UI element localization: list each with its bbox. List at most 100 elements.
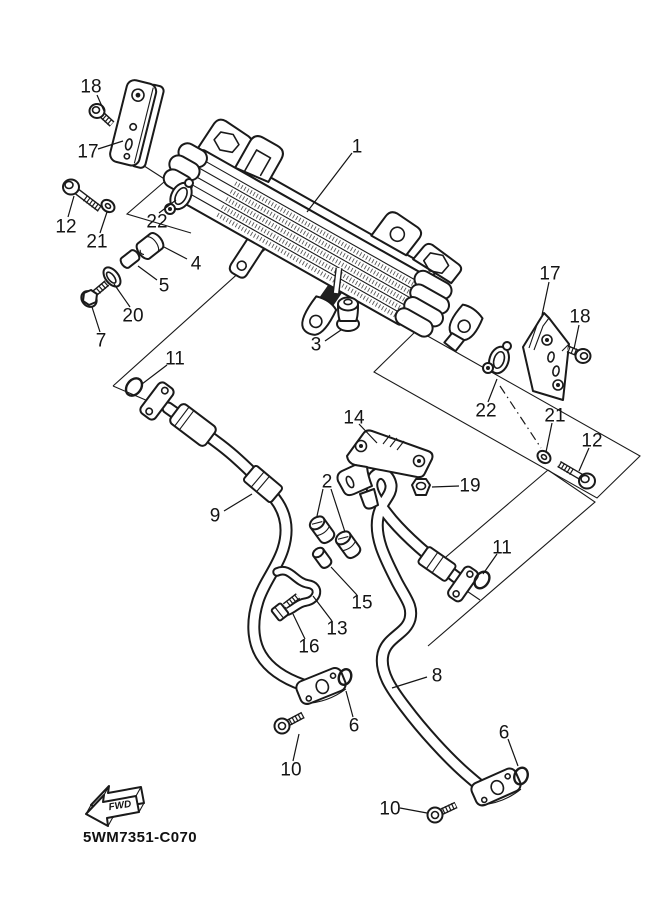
- leader-line-12: [578, 447, 590, 472]
- leader-line-18: [96, 94, 105, 112]
- part-code: 5WM7351-C070: [83, 829, 197, 846]
- leader-line-9: [223, 493, 253, 512]
- o-ring-6-right: [513, 766, 529, 786]
- callout-19: 19: [459, 476, 480, 497]
- leader-line-20: [113, 283, 131, 308]
- bracket-14: [336, 429, 434, 510]
- callout-14: 14: [343, 408, 365, 429]
- grommet-4: [135, 232, 165, 260]
- leader-line-2: [330, 488, 346, 533]
- bolt-16: [270, 593, 301, 622]
- callout-4: 4: [191, 254, 202, 275]
- callout-12: 12: [581, 431, 602, 452]
- bolt-12-right: [557, 460, 596, 490]
- hose-front-flange: [139, 381, 175, 421]
- leader-line-6: [345, 690, 354, 718]
- callout-1: 1: [352, 137, 363, 158]
- leader-line-21: [99, 211, 108, 234]
- callout-5: 5: [159, 276, 170, 297]
- fwd-label: FWD: [108, 799, 132, 813]
- hose-front-union: [169, 403, 217, 447]
- callout-10: 10: [379, 799, 400, 820]
- leader-line-21: [545, 422, 553, 453]
- leader-line-22: [158, 199, 177, 214]
- leader-line-17: [97, 140, 124, 150]
- leader-line-2: [316, 488, 324, 517]
- washer-21-left: [100, 198, 116, 214]
- fwd-arrow: FWD: [85, 785, 145, 827]
- callout-11: 11: [165, 349, 185, 370]
- leader-line-16: [292, 613, 306, 640]
- leader-line-18: [573, 324, 580, 350]
- leader-line-11: [141, 364, 168, 385]
- clamp-22-right: [482, 341, 512, 375]
- o-ring-11-right: [473, 570, 491, 590]
- callout-18: 18: [569, 307, 590, 328]
- leader-line-12: [67, 195, 75, 218]
- leader-line-1: [306, 152, 353, 213]
- callout-11: 11: [492, 538, 512, 559]
- spacer-15: [311, 546, 333, 569]
- bolt-7: [80, 280, 110, 308]
- bolt-10-left: [273, 711, 305, 735]
- cooler-foot-right: [443, 303, 484, 353]
- callout-22: 22: [475, 401, 496, 422]
- bracket-17-left: [109, 79, 165, 169]
- union-fitting-2a: [308, 515, 336, 545]
- callout-3: 3: [311, 335, 322, 356]
- callout-22: 22: [146, 212, 167, 233]
- callout-17: 17: [77, 142, 98, 163]
- washer-20: [102, 266, 122, 288]
- callout-2: 2: [322, 472, 333, 493]
- callout-20: 20: [122, 306, 143, 327]
- o-ring-11-left: [124, 377, 144, 397]
- leader-line-17: [541, 281, 550, 316]
- callout-17: 17: [539, 264, 560, 285]
- leader-line-8: [391, 676, 428, 689]
- leader-line-19: [431, 485, 460, 488]
- callout-21: 21: [544, 406, 565, 427]
- damper-3: [332, 267, 360, 332]
- callout-6: 6: [499, 723, 510, 744]
- leader-line-4: [163, 246, 188, 260]
- callout-21: 21: [86, 232, 107, 253]
- bolt-18-left: [88, 103, 115, 127]
- callout-8: 8: [432, 666, 443, 687]
- bracket-17-right: [522, 312, 570, 401]
- bolt-10-right: [426, 801, 458, 824]
- callout-7: 7: [96, 331, 107, 352]
- o-ring-6-left: [337, 668, 353, 686]
- callout-6: 6: [349, 716, 360, 737]
- callout-10: 10: [280, 760, 301, 781]
- bolt-12-left: [62, 178, 103, 212]
- callout-18: 18: [80, 77, 101, 98]
- leader-line-15: [330, 566, 358, 596]
- callout-9: 9: [210, 506, 221, 527]
- callout-16: 16: [298, 637, 319, 658]
- clamp-13: [272, 565, 322, 616]
- leader-line-22: [487, 378, 498, 403]
- pipe-foot-left: [295, 666, 347, 706]
- callout-13: 13: [326, 619, 347, 640]
- washer-21-right: [536, 449, 552, 465]
- leader-line-10: [292, 733, 300, 762]
- leader-line-10: [399, 807, 428, 814]
- callout-12: 12: [55, 217, 76, 238]
- hose-front-ferrule: [243, 464, 283, 504]
- bolt-18-right: [566, 345, 592, 364]
- union-fitting-2b: [334, 530, 362, 560]
- leader-line-5: [137, 265, 158, 281]
- leader-line-11: [482, 553, 498, 575]
- leader-line-3: [324, 329, 342, 342]
- hose-rear-flange: [447, 565, 479, 603]
- hose-front: [139, 381, 310, 692]
- leader-line-13: [312, 595, 333, 622]
- collar-5: [119, 249, 141, 269]
- leader-line-7: [91, 306, 101, 333]
- pipe-foot-right: [470, 767, 522, 807]
- callout-15: 15: [351, 593, 372, 614]
